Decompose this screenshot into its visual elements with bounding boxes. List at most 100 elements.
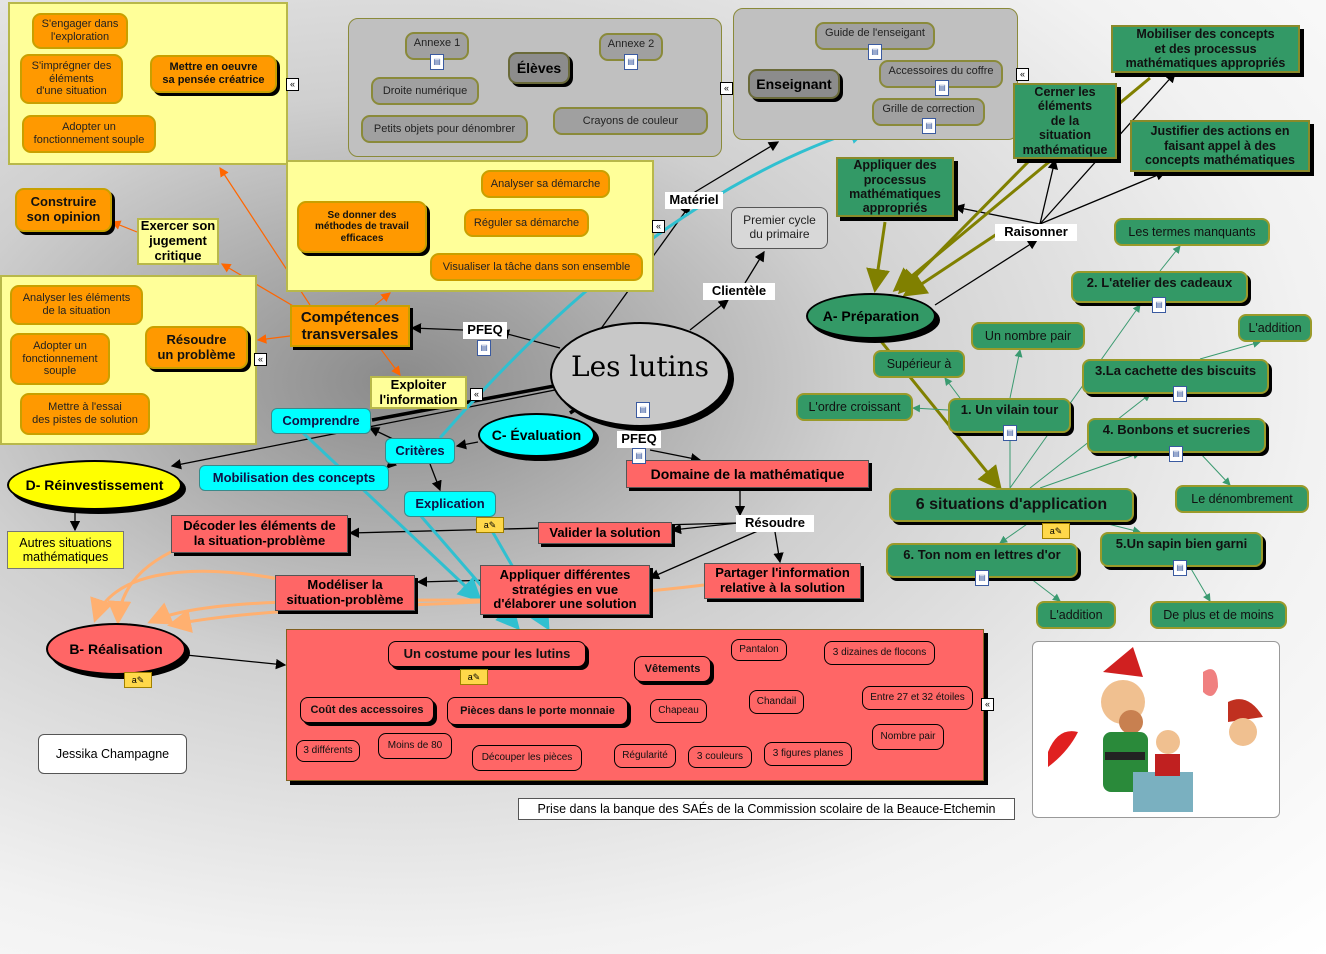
- document-icon[interactable]: ▤: [636, 402, 650, 418]
- label-pfeq-2[interactable]: PFEQ: [617, 431, 661, 448]
- document-icon[interactable]: ▤: [477, 340, 491, 356]
- node-mobilisation[interactable]: Mobilisation des concepts: [199, 465, 389, 491]
- collapse-icon[interactable]: «: [254, 353, 267, 366]
- node-s5[interactable]: 5.Un sapin bien garni: [1100, 532, 1263, 567]
- node-s-impregner[interactable]: S'imprégner des éléments d'une situation: [20, 54, 123, 104]
- node-visualiser[interactable]: Visualiser la tâche dans son ensemble: [430, 253, 643, 281]
- node-entre[interactable]: Entre 27 et 32 étoiles: [862, 686, 973, 710]
- node-domaine[interactable]: Domaine de la mathématique: [626, 460, 869, 488]
- node-autres-situations[interactable]: Autres situations mathématiques: [7, 531, 124, 569]
- note-icon[interactable]: a✎: [1042, 523, 1070, 539]
- node-guide[interactable]: Guide de l'enseigant: [815, 22, 935, 50]
- node-figures[interactable]: 3 figures planes: [764, 742, 852, 766]
- node-comprendre[interactable]: Comprendre: [271, 408, 371, 434]
- label-pfeq-1[interactable]: PFEQ: [463, 322, 507, 339]
- node-six-situations[interactable]: 6 situations d'application: [889, 488, 1134, 522]
- node-pantalon[interactable]: Pantalon: [731, 639, 787, 661]
- collapse-icon[interactable]: «: [286, 78, 299, 91]
- author-box[interactable]: Jessika Champagne: [38, 734, 187, 774]
- node-s6[interactable]: 6. Ton nom en lettres d'or: [886, 543, 1078, 578]
- node-explication[interactable]: Explication: [404, 491, 496, 517]
- node-pieces[interactable]: Pièces dans le porte monnaie: [447, 697, 628, 725]
- node-criteres[interactable]: Critères: [385, 438, 455, 464]
- collapse-icon[interactable]: «: [720, 82, 733, 95]
- document-icon[interactable]: ▤: [430, 54, 444, 70]
- node-vetements[interactable]: Vêtements: [634, 656, 711, 682]
- node-analyser-demarche[interactable]: Analyser sa démarche: [481, 170, 610, 198]
- node-mettre-essai[interactable]: Mettre à l'essai des pistes de solution: [20, 393, 150, 435]
- node-partager[interactable]: Partager l'information relative à la sol…: [704, 563, 861, 599]
- node-crayons[interactable]: Crayons de couleur: [553, 107, 708, 135]
- node-eleves[interactable]: Élèves: [508, 52, 570, 84]
- node-regularite[interactable]: Régularité: [614, 744, 676, 768]
- node-petits-objets[interactable]: Petits objets pour dénombrer: [361, 115, 528, 143]
- node-reguler[interactable]: Réguler sa démarche: [464, 209, 589, 237]
- collapse-icon[interactable]: «: [981, 698, 994, 711]
- node-differents[interactable]: 3 différents: [296, 740, 360, 762]
- node-valider[interactable]: Valider la solution: [538, 522, 672, 544]
- node-addition-2[interactable]: L'addition: [1036, 601, 1116, 629]
- node-ordre[interactable]: L'ordre croissant: [796, 393, 913, 421]
- node-reinvestissement[interactable]: D- Réinvestissement: [7, 460, 182, 510]
- document-icon[interactable]: ▤: [1173, 560, 1187, 576]
- node-resoudre[interactable]: Résoudre un problème: [145, 326, 248, 369]
- node-decouper[interactable]: Découper les pièces: [472, 745, 582, 771]
- node-construire[interactable]: Construire son opinion: [15, 188, 112, 232]
- source-note[interactable]: Prise dans la banque des SAÉs de la Comm…: [518, 798, 1015, 820]
- document-icon[interactable]: ▤: [1003, 425, 1017, 441]
- node-decoder[interactable]: Décoder les éléments de la situation-pro…: [171, 515, 348, 553]
- node-competences[interactable]: Compétences transversales: [290, 305, 410, 347]
- node-denombrement[interactable]: Le dénombrement: [1175, 485, 1309, 513]
- node-se-donner[interactable]: Se donner des méthodes de travail effica…: [297, 201, 427, 253]
- document-icon[interactable]: ▤: [1152, 297, 1166, 313]
- document-icon[interactable]: ▤: [975, 570, 989, 586]
- document-icon[interactable]: ▤: [868, 44, 882, 60]
- node-appliquer[interactable]: Appliquer des processus mathématiques ap…: [836, 157, 954, 217]
- node-superieur[interactable]: Supérieur à: [873, 350, 965, 378]
- label-resoudre[interactable]: Résoudre: [736, 515, 814, 532]
- node-realisation[interactable]: B- Réalisation: [46, 623, 186, 675]
- node-enseignant[interactable]: Enseignant: [748, 69, 840, 99]
- document-icon[interactable]: ▤: [1169, 446, 1183, 462]
- note-icon[interactable]: a✎: [124, 672, 152, 688]
- node-preparation[interactable]: A- Préparation: [806, 293, 936, 339]
- node-cout[interactable]: Coût des accessoires: [300, 697, 434, 723]
- node-appliquer-strategies[interactable]: Appliquer différentes stratégies en vue …: [480, 565, 650, 615]
- document-icon[interactable]: ▤: [922, 118, 936, 134]
- node-s-engager[interactable]: S'engager dans l'exploration: [32, 13, 128, 49]
- document-icon[interactable]: ▤: [935, 80, 949, 96]
- document-icon[interactable]: ▤: [1173, 386, 1187, 402]
- node-mobiliser[interactable]: Mobiliser des concepts et des processus …: [1111, 25, 1300, 73]
- label-clientele[interactable]: Clientèle: [703, 283, 775, 300]
- node-droite[interactable]: Droite numérique: [371, 77, 479, 105]
- node-evaluation[interactable]: C- Évaluation: [478, 413, 595, 457]
- node-chandail[interactable]: Chandail: [749, 690, 804, 714]
- node-adopter-1[interactable]: Adopter un fonctionnement souple: [22, 115, 156, 153]
- node-mettre-oeuvre[interactable]: Mettre en oeuvre sa pensée créatrice: [150, 55, 277, 93]
- node-nombre-pair-2[interactable]: Nombre pair: [872, 724, 944, 750]
- document-icon[interactable]: ▤: [632, 448, 646, 464]
- node-moins80[interactable]: Moins de 80: [378, 733, 452, 759]
- node-adopter-2[interactable]: Adopter un fonctionnement souple: [10, 333, 110, 385]
- node-s3[interactable]: 3.La cachette des biscuits: [1082, 359, 1269, 394]
- node-modeliser[interactable]: Modéliser la situation-problème: [275, 575, 415, 611]
- node-justifier[interactable]: Justifier des actions en faisant appel à…: [1130, 120, 1310, 172]
- node-addition-1[interactable]: L'addition: [1238, 314, 1312, 342]
- node-plus-moins[interactable]: De plus et de moins: [1150, 601, 1287, 629]
- node-couleurs[interactable]: 3 couleurs: [688, 746, 752, 768]
- collapse-icon[interactable]: «: [1016, 68, 1029, 81]
- node-exploiter[interactable]: Exploiter l'information: [370, 376, 467, 409]
- label-raisonner[interactable]: Raisonner: [995, 224, 1077, 241]
- node-cerner[interactable]: Cerner les éléments de la situation math…: [1013, 83, 1117, 159]
- collapse-icon[interactable]: «: [470, 388, 483, 401]
- node-analyser-elements[interactable]: Analyser les éléments de la situation: [10, 285, 143, 325]
- node-costume[interactable]: Un costume pour les lutins: [388, 641, 586, 667]
- note-icon[interactable]: a✎: [476, 517, 504, 533]
- note-icon[interactable]: a✎: [460, 669, 488, 685]
- node-dizaines[interactable]: 3 dizaines de flocons: [824, 641, 935, 665]
- label-materiel[interactable]: Matériel: [665, 192, 723, 209]
- node-chapeau[interactable]: Chapeau: [650, 699, 707, 723]
- node-exercer[interactable]: Exercer son jugement critique: [137, 218, 219, 265]
- document-icon[interactable]: ▤: [624, 54, 638, 70]
- node-premier-cycle[interactable]: Premier cycle du primaire: [731, 207, 828, 249]
